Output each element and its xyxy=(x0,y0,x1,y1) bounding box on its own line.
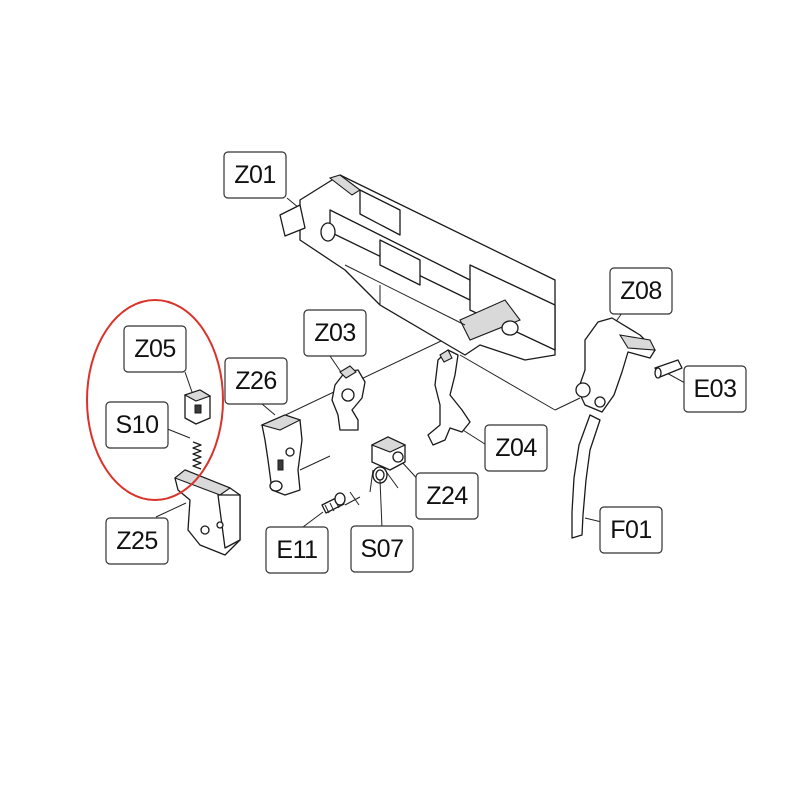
part-z26-block xyxy=(260,414,303,496)
part-z25-housing xyxy=(173,469,241,556)
part-z05-block xyxy=(183,389,212,425)
label-z01: Z01 xyxy=(223,151,287,199)
part-z01-frame xyxy=(279,174,556,361)
label-s07: S07 xyxy=(350,525,414,573)
label-s10: S10 xyxy=(105,401,169,449)
label-z26: Z26 xyxy=(224,357,288,405)
label-z24-text: Z24 xyxy=(426,482,468,510)
part-z03-component xyxy=(331,365,366,431)
label-e03: E03 xyxy=(683,365,747,413)
label-z01-text: Z01 xyxy=(234,161,276,189)
label-z04-text: Z04 xyxy=(495,434,537,462)
part-z04-bar xyxy=(427,349,471,446)
label-s10-text: S10 xyxy=(116,411,159,439)
label-f01: F01 xyxy=(599,506,663,554)
label-z08: Z08 xyxy=(609,267,673,315)
highlight-circle xyxy=(86,299,224,501)
part-s10-spring xyxy=(192,441,202,470)
label-e03-text: E03 xyxy=(694,375,737,403)
part-z08-hammer xyxy=(575,317,656,413)
label-z04: Z04 xyxy=(484,424,548,472)
label-z26-text: Z26 xyxy=(235,367,277,395)
label-f01-text: F01 xyxy=(610,516,652,544)
label-z08-text: Z08 xyxy=(620,277,662,305)
label-s07-text: S07 xyxy=(361,535,404,563)
label-e11: E11 xyxy=(265,526,329,574)
part-f01-bar xyxy=(571,414,601,539)
label-z24: Z24 xyxy=(415,472,479,520)
label-z03: Z03 xyxy=(303,309,367,357)
part-s07-spring xyxy=(369,466,399,493)
part-e03-pin xyxy=(654,359,683,379)
label-z05-text: Z05 xyxy=(134,335,176,363)
label-e11-text: E11 xyxy=(276,536,317,564)
part-e11-screw xyxy=(321,492,346,514)
label-z25-text: Z25 xyxy=(116,527,158,555)
label-z05: Z05 xyxy=(123,325,187,373)
label-z03-text: Z03 xyxy=(314,319,356,347)
part-z24-pin xyxy=(370,436,407,471)
leader-lines xyxy=(155,197,686,531)
label-z25: Z25 xyxy=(105,517,169,565)
